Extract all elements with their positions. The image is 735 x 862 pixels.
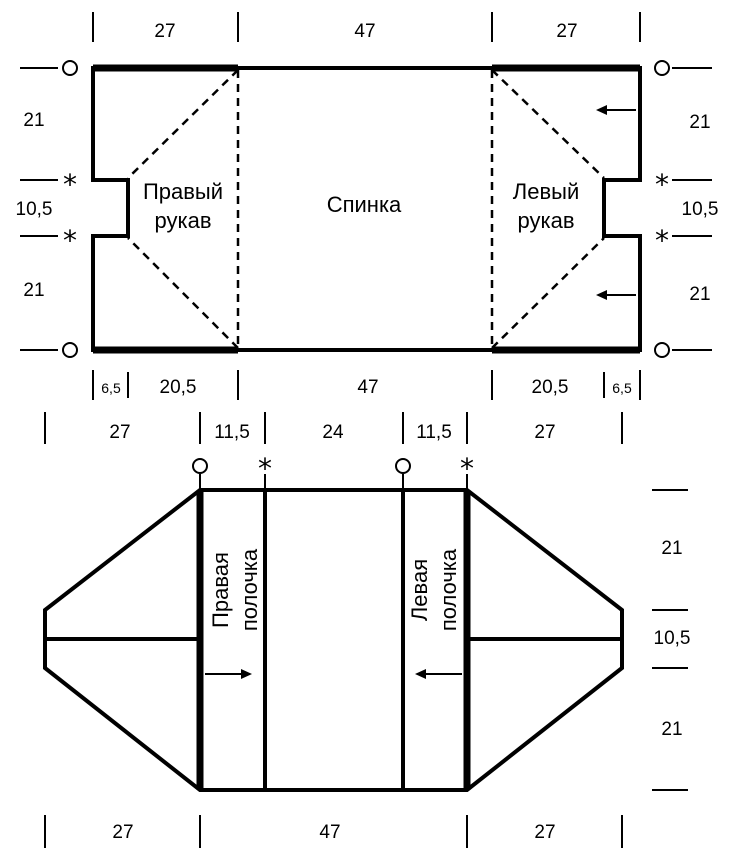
dim-label: 27	[154, 21, 175, 42]
height-label: 21	[23, 280, 44, 301]
arrow-left-icon	[415, 669, 462, 679]
circle-marker-icon	[192, 458, 208, 474]
dim-label: 47	[319, 822, 340, 843]
arrow-right-icon	[205, 669, 252, 679]
top-labels: 27 47 27 21 10,5 21 21 10,5 21 * * * * П…	[16, 21, 719, 398]
dim-label: 27	[112, 822, 133, 843]
star-marker-icon: *	[655, 224, 669, 257]
star-marker-icon: *	[460, 452, 474, 485]
piece-label-left-sleeve: рукав	[517, 208, 574, 233]
dim-label: 11,5	[416, 422, 452, 443]
dim-label: 27	[556, 21, 577, 42]
height-label: 21	[661, 538, 682, 559]
star-marker-icon: *	[655, 168, 669, 201]
height-label: 21	[689, 284, 710, 305]
height-label: 21	[689, 112, 710, 133]
piece-label-right-sleeve: рукав	[154, 208, 211, 233]
star-marker-icon: *	[63, 168, 77, 201]
piece-label-back: Спинка	[327, 192, 402, 217]
star-marker-icon: *	[63, 224, 77, 257]
arrow-left-icon	[596, 105, 636, 115]
height-label: 10,5	[682, 199, 719, 220]
dim-label: 27	[109, 422, 130, 443]
piece-label-left-sleeve: Левый	[513, 179, 579, 204]
dim-label: 24	[322, 422, 344, 443]
top-schematic	[20, 12, 712, 400]
circle-marker-icon	[395, 458, 411, 474]
bottom-schematic	[43, 412, 688, 848]
dim-label: 20,5	[532, 377, 569, 398]
dim-label: 27	[534, 422, 555, 443]
bottom-labels: 27 11,5 24 11,5 27 * * Правая полочка Ле…	[109, 422, 690, 843]
circle-marker-icon	[62, 60, 78, 76]
piece-label-right-sleeve: Правый	[143, 179, 223, 204]
piece-label-left-front: полочка	[436, 548, 461, 631]
height-label: 10,5	[654, 628, 691, 649]
height-label: 21	[23, 110, 44, 131]
dim-label: 11,5	[214, 422, 250, 443]
dim-label: 6,5	[612, 380, 632, 396]
dim-label: 27	[534, 822, 555, 843]
star-marker-icon: *	[258, 452, 272, 485]
dim-label: 47	[354, 21, 375, 42]
dim-label: 6,5	[101, 380, 121, 396]
piece-label-left-front: Левая	[407, 559, 432, 621]
dim-label: 47	[357, 377, 378, 398]
arrow-left-icon	[596, 290, 636, 300]
height-label: 21	[661, 719, 682, 740]
circle-marker-icon	[654, 342, 670, 358]
circle-marker-icon	[62, 342, 78, 358]
dim-label: 20,5	[160, 377, 197, 398]
fold-lines	[127, 69, 605, 349]
height-label: 10,5	[16, 199, 53, 220]
piece-label-right-front: Правая	[208, 552, 233, 628]
circle-marker-icon	[654, 60, 670, 76]
piece-label-right-front: полочка	[237, 548, 262, 631]
